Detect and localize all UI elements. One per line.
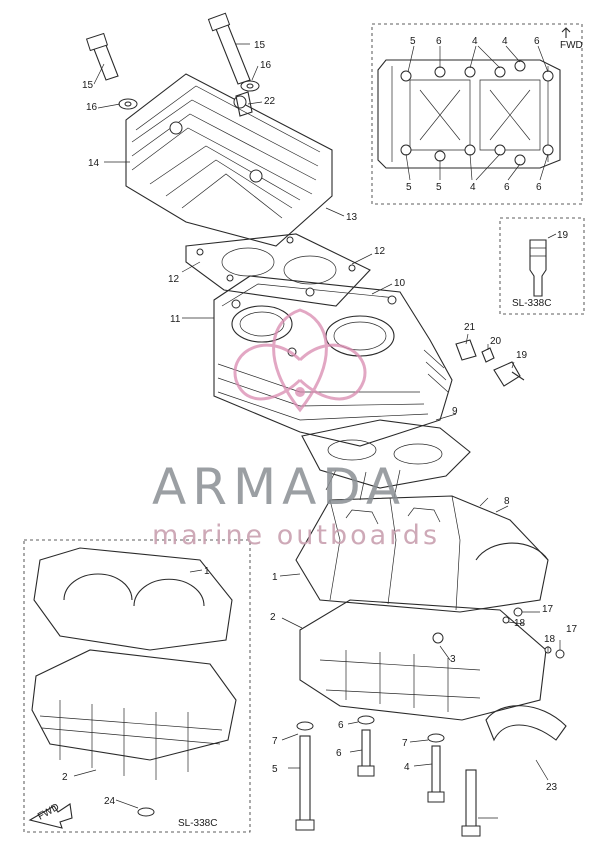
- callout-14: 14: [88, 158, 100, 169]
- callout-inset-6a: 6: [436, 36, 442, 47]
- cylinder-block-10: [213, 275, 453, 447]
- armada-watermark: ARMADA marine outboards: [152, 308, 440, 551]
- callout-5: 5: [272, 764, 278, 775]
- fwd-label-bottom: FWD: [36, 802, 61, 823]
- callout-20: 20: [490, 336, 502, 347]
- watermark-tagline: marine outboards: [152, 520, 440, 551]
- reed-plate-outline: [377, 59, 561, 169]
- callout-18-a: 18: [514, 618, 526, 629]
- callout-12-right: 12: [374, 246, 386, 257]
- callout-inset-6b: 6: [534, 36, 540, 47]
- head-bolt-15-right: [213, 19, 251, 85]
- callout-inset-5a: 5: [410, 36, 416, 47]
- head-bolts: [85, 12, 260, 110]
- fwd-label-top: FWD: [560, 40, 583, 51]
- callout-19: 19: [516, 350, 528, 361]
- spark-plug-22: [235, 91, 253, 117]
- callout-12-left: 12: [168, 274, 180, 285]
- crankcase-upper-1: [295, 469, 549, 613]
- callout-inset-6c: 6: [504, 182, 510, 193]
- callout-4: 4: [404, 762, 410, 773]
- cylinder-head-14: [125, 73, 333, 247]
- callout-17-a: 17: [542, 604, 554, 615]
- washer-24: [137, 807, 155, 817]
- fitting-19: [493, 361, 525, 387]
- callout-1-inset: 1: [204, 566, 210, 577]
- cover-23: [485, 705, 567, 742]
- callout-22: 22: [264, 96, 276, 107]
- callout-inset-4a: 4: [472, 36, 478, 47]
- callout-13: 13: [346, 212, 358, 223]
- callout-21: 21: [464, 322, 476, 333]
- armada-logo-icon: [233, 308, 367, 413]
- callout-16-left: 16: [86, 102, 98, 113]
- callout-2-main: 2: [270, 612, 276, 623]
- callout-24: 24: [104, 796, 116, 807]
- callout-11: 11: [170, 314, 181, 325]
- inset-reed-plate: FWD 5 6 4 4 6 5 5 4 6 6: [371, 23, 583, 205]
- watermark-brand: ARMADA: [152, 458, 406, 516]
- fwd-arrow-bottom-icon: [28, 803, 73, 829]
- callout-inset-4c: 4: [470, 182, 476, 193]
- fitting-21: [455, 339, 477, 361]
- crankcase-lower-2: [299, 599, 547, 721]
- callout-15-right: 15: [254, 40, 266, 51]
- crankcase-bolts: [295, 607, 567, 837]
- callout-18-b: 18: [544, 634, 556, 645]
- callout-inset-19: 19: [557, 230, 569, 241]
- fitting-20: [481, 347, 495, 363]
- callout-inset-4b: 4: [502, 36, 508, 47]
- callout-2-inset: 2: [62, 772, 68, 783]
- callout-3: 3: [450, 654, 456, 665]
- inset-fitting-19: 19 SL-338C: [499, 217, 585, 315]
- sl-338c-label-small: SL-338C: [512, 298, 551, 309]
- callout-8: 8: [504, 496, 510, 507]
- callout-7-left: 7: [272, 736, 278, 747]
- head-gasket-12: [185, 233, 371, 307]
- fittings-19-20-21: [455, 339, 525, 387]
- callout-10: 10: [394, 278, 406, 289]
- base-gasket-9: [301, 419, 471, 489]
- callout-7-right: 7: [402, 738, 408, 749]
- callout-inset-6d: 6: [536, 182, 542, 193]
- callout-17-b: 17: [566, 624, 578, 635]
- callout-9: 9: [452, 406, 458, 417]
- fitting-19-shape: [529, 239, 547, 297]
- callout-15-left: 15: [82, 80, 94, 91]
- callout-labels: 15 15 16 16 22 14 13 12 12 11 10 21 20 1…: [62, 40, 578, 819]
- callout-1-main: 1: [272, 572, 278, 583]
- callout-23: 23: [546, 782, 558, 793]
- fwd-arrow-top-icon: [561, 27, 571, 38]
- callout-16-right: 16: [260, 60, 272, 71]
- callout-6-b: 6: [336, 748, 342, 759]
- reed-plate-bolt-holes: [400, 60, 554, 166]
- callout-6-a: 6: [338, 720, 344, 731]
- callout-inset-5c: 5: [436, 182, 442, 193]
- inset-crankcase-alt: SL-338C FWD: [23, 539, 251, 833]
- sl-338c-label-bottom: SL-338C: [178, 818, 217, 829]
- callout-inset-5b: 5: [406, 182, 412, 193]
